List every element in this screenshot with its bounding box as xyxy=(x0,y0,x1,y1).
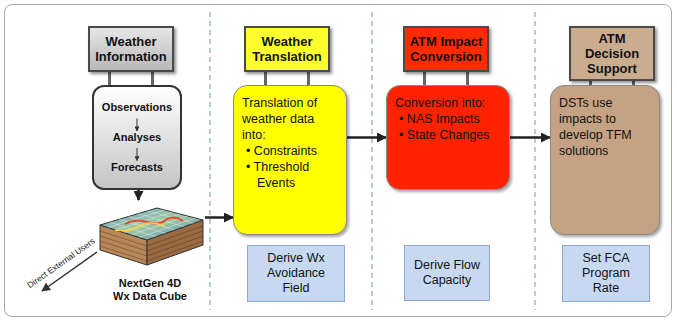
separator-line xyxy=(209,12,211,310)
node-text: Weather Information xyxy=(94,34,168,64)
flow-arrow xyxy=(205,216,233,219)
output-box: Derive Wx Avoidance Field xyxy=(247,245,345,302)
process-box: Translation of weather data into:• Const… xyxy=(233,85,347,235)
stage-header: ATM Decision Support xyxy=(569,26,655,81)
node-text: • State Changes xyxy=(399,127,501,143)
node-text: Weather Translation xyxy=(250,34,324,64)
output-box: Derive Flow Capacity xyxy=(404,245,490,301)
node-text: • Threshold Events xyxy=(246,159,338,191)
node-text: • NAS Impacts xyxy=(399,111,501,127)
stage-header: Weather Translation xyxy=(244,26,330,72)
process-box: Conversion into:• NAS Impacts• State Cha… xyxy=(386,85,510,190)
node-text: Set FCA Program Rate xyxy=(569,251,643,296)
process-box: DSTs use impacts to develop TFM solution… xyxy=(550,85,660,235)
node-text: Conversion into: xyxy=(395,95,501,111)
node-text: Derive Flow Capacity xyxy=(411,258,483,288)
separator-line xyxy=(371,12,373,310)
node-text: • Constraints xyxy=(246,143,338,159)
header-tab xyxy=(266,72,309,85)
node-text: Observations xyxy=(102,101,172,114)
header-tab xyxy=(425,72,468,85)
node-text: Forecasts xyxy=(111,161,163,174)
stage-header: ATM Impact Conversion xyxy=(403,26,489,72)
flow-arrow xyxy=(510,136,550,139)
process-box: ObservationsAnalysesForecasts xyxy=(92,85,182,190)
node-text: ATM Impact Conversion xyxy=(409,34,483,64)
output-box: Set FCA Program Rate xyxy=(562,245,650,302)
data-cube: NextGen 4D Wx Data Cube xyxy=(95,200,205,306)
node-text: DSTs use impacts to develop TFM solution… xyxy=(559,95,651,159)
flow-arrow xyxy=(347,136,386,139)
stage-header: Weather Information xyxy=(88,26,174,72)
node-text: Derive Wx Avoidance Field xyxy=(254,251,338,296)
node-text: ATM Decision Support xyxy=(575,31,649,76)
node-text: Translation of weather data into: xyxy=(242,95,338,143)
node-text: NextGen 4D Wx Data Cube xyxy=(111,277,189,303)
separator-line xyxy=(534,12,536,310)
node-text: Analyses xyxy=(113,131,161,144)
header-tab xyxy=(110,72,153,85)
flow-arrow xyxy=(137,190,140,200)
